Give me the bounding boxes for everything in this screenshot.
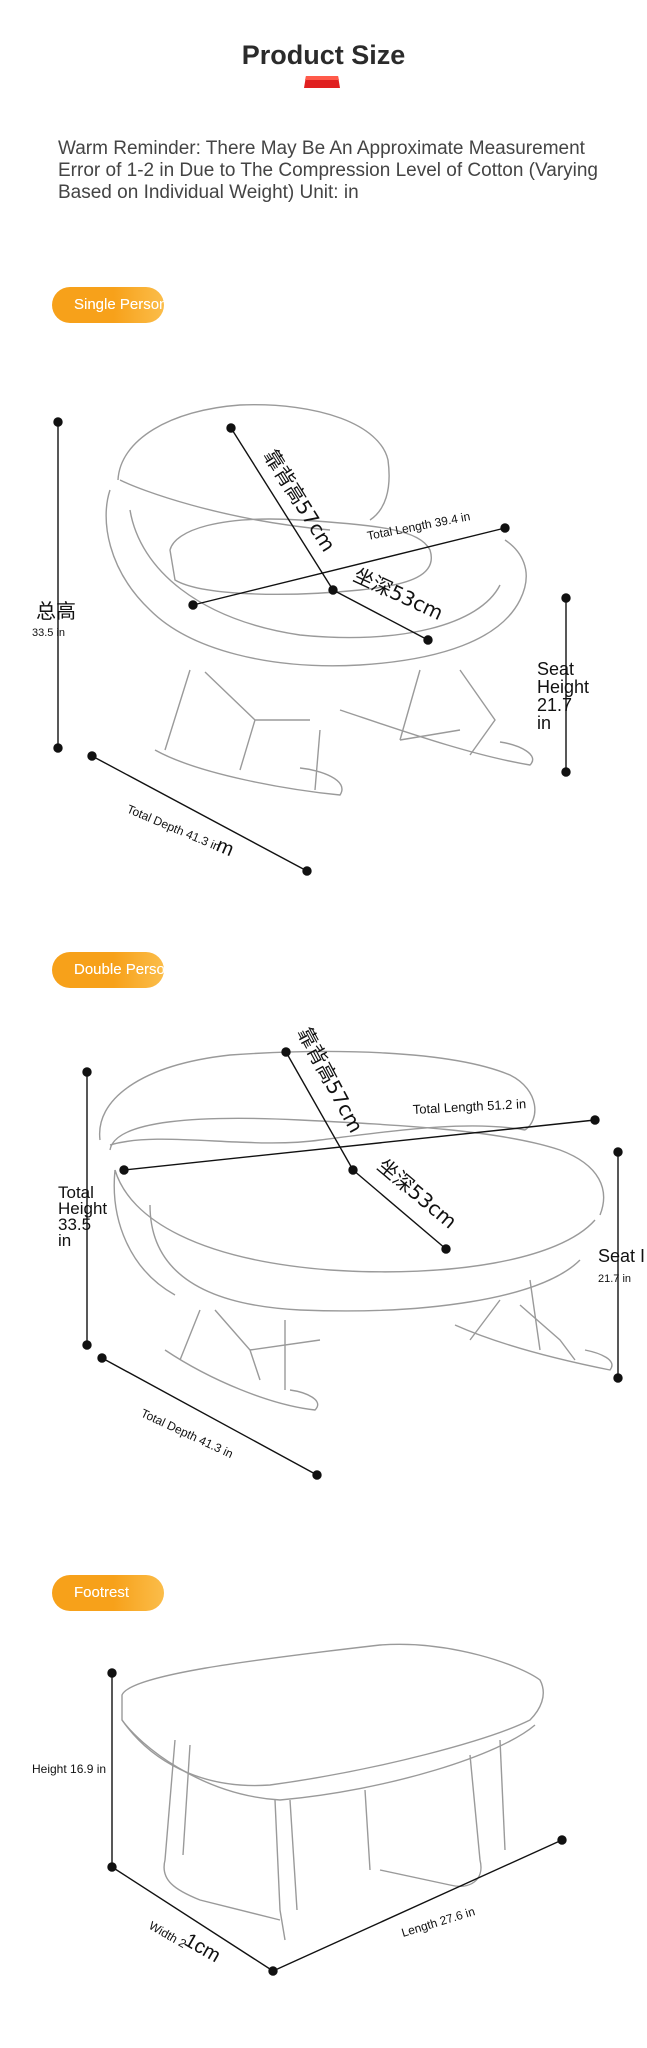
double-chair-sketch <box>98 1050 613 1411</box>
double-total-height-3: 33.5 <box>58 1215 91 1234</box>
single-chair-diagram: 靠背高57cm 坐深53cm Total Length 39.4 in 总高 3… <box>32 404 589 876</box>
title-underline-badge <box>304 76 340 88</box>
single-dimension-lines <box>53 417 571 876</box>
double-total-height-1: Total <box>58 1183 94 1202</box>
single-seat-height-3: 21.7 <box>537 695 572 715</box>
double-total-height-2: Height <box>58 1199 107 1218</box>
double-dimension-lines <box>82 1047 623 1480</box>
double-seat-depth-label: 坐深53cm <box>373 1153 462 1233</box>
double-seat-height-1: Seat I <box>598 1246 645 1266</box>
single-total-height-value: 33.5 in <box>32 627 65 639</box>
double-total-depth-label: Total Depth 41.3 in <box>139 1406 236 1461</box>
single-chair-sketch <box>105 404 534 796</box>
footrest-length-label: Length 27.6 in <box>400 1904 477 1940</box>
single-seat-height-1: Seat <box>537 659 574 679</box>
double-total-length-label: Total Length 51.2 in <box>412 1096 526 1117</box>
footrest-dimension-lines <box>107 1668 567 1976</box>
single-back-height-label: 靠背高57cm <box>259 445 341 556</box>
single-total-height-cn: 总高 <box>36 599 76 623</box>
tag-single-person: Single Person <box>52 287 164 323</box>
single-seat-height-4: in <box>537 713 551 733</box>
footrest-height-label: Height 16.9 in <box>32 1762 106 1776</box>
double-chair-diagram: 靠背高57cm 坐深53cm Total Length 51.2 in Tota… <box>58 1023 645 1480</box>
double-seat-height-2: 21.7 in <box>598 1273 631 1285</box>
single-seat-height-2: Height <box>537 677 589 697</box>
single-total-depth-m: m <box>213 834 237 861</box>
footrest-sketch <box>121 1643 544 1941</box>
double-total-height-4: in <box>58 1231 71 1250</box>
tag-footrest: Footrest <box>52 1575 164 1611</box>
page-title: Product Size <box>241 40 406 70</box>
tag-double-person: Double Person <box>52 952 164 988</box>
footrest-diagram: Height 16.9 in Width 2 1cm Length 27.6 i… <box>32 1643 567 1976</box>
single-total-depth-label: Total Depth 41.3 in <box>125 802 223 854</box>
warm-reminder-text: Warm Reminder: There May Be An Approxima… <box>58 138 598 203</box>
single-total-length-label: Total Length 39.4 in <box>366 509 471 543</box>
single-seat-depth-label: 坐深53cm <box>350 563 447 625</box>
